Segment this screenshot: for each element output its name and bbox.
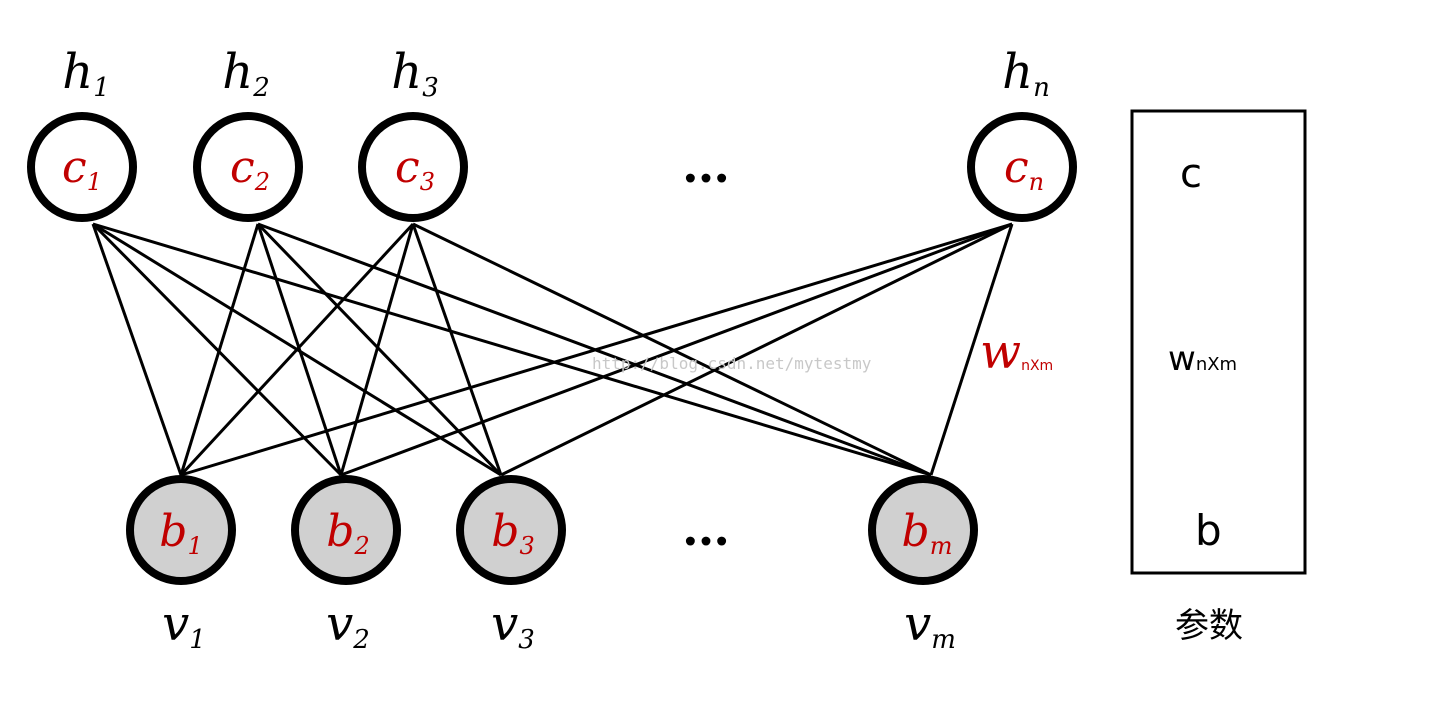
visible-label-v2: v2 [326,596,370,655]
edge-h4-v1 [180,222,1013,477]
visible-unit-m: bm vm [868,475,978,655]
visible-node-circle [868,475,978,585]
edge-h3-v2 [339,223,415,476]
visible-unit-1: b1 v1 [126,475,236,655]
edge-h1-v4 [92,222,932,477]
visible-node-circle [291,475,401,585]
bias-label-b1: b1 [159,506,202,560]
hidden-label-h2: h2 [222,44,269,103]
edge-h4-v2 [340,222,1013,477]
watermark-text: http://blog.csdn.net/mytestmy [592,354,872,373]
param-c: c [1180,151,1202,197]
bias-label-b3: b3 [491,506,534,560]
visible-node-circle [456,475,566,585]
hidden-label-h1: h1 [62,44,109,103]
edge-h4-v4 [929,223,1014,476]
visible-label-vm: vm [904,596,956,655]
hidden-label-hn: hn [1002,44,1050,103]
hidden-node-circle [967,112,1077,222]
visible-node-circle [126,475,236,585]
visible-ellipsis: … [682,501,730,557]
params-caption: 参数 [1175,606,1243,646]
hidden-unit-3: c3 h3 [358,44,468,222]
hidden-node-circle [358,112,468,222]
hidden-node-circle [27,112,137,222]
hidden-ellipsis: … [682,138,730,194]
hidden-node-circle [193,112,303,222]
edge-h3-v1 [179,222,415,477]
edge-h2-v3 [256,222,503,477]
visible-unit-3: b3 v3 [456,475,566,655]
hidden-label-h3: h3 [391,44,438,103]
weight-label: wnXm [980,324,1053,380]
bias-label-c2: c2 [230,142,270,196]
edge-h1-v2 [91,222,343,477]
bias-label-bm: bm [902,506,953,560]
visible-label-v1: v1 [162,596,206,655]
hidden-unit-n: cn hn [967,44,1077,222]
visible-unit-2: b2 v2 [291,475,401,655]
hidden-unit-2: c2 h2 [193,44,303,222]
param-w: wnXm [1168,339,1237,379]
hidden-unit-1: c1 h1 [27,44,137,222]
bias-label-b2: b2 [326,506,369,560]
edge-h3-v4 [412,222,932,477]
bias-label-cn: cn [1004,142,1044,196]
connection-edges [91,222,1014,477]
visible-label-v3: v3 [491,596,535,655]
bias-label-c1: c1 [62,142,102,196]
edge-h2-v1 [179,223,260,476]
edge-h3-v3 [411,223,503,476]
params-box [1130,109,1307,575]
param-b: b [1195,506,1222,555]
edge-h4-v3 [500,222,1013,477]
edge-h2-v2 [256,223,343,476]
edge-h1-v1 [91,223,183,476]
bias-label-c3: c3 [395,142,435,196]
